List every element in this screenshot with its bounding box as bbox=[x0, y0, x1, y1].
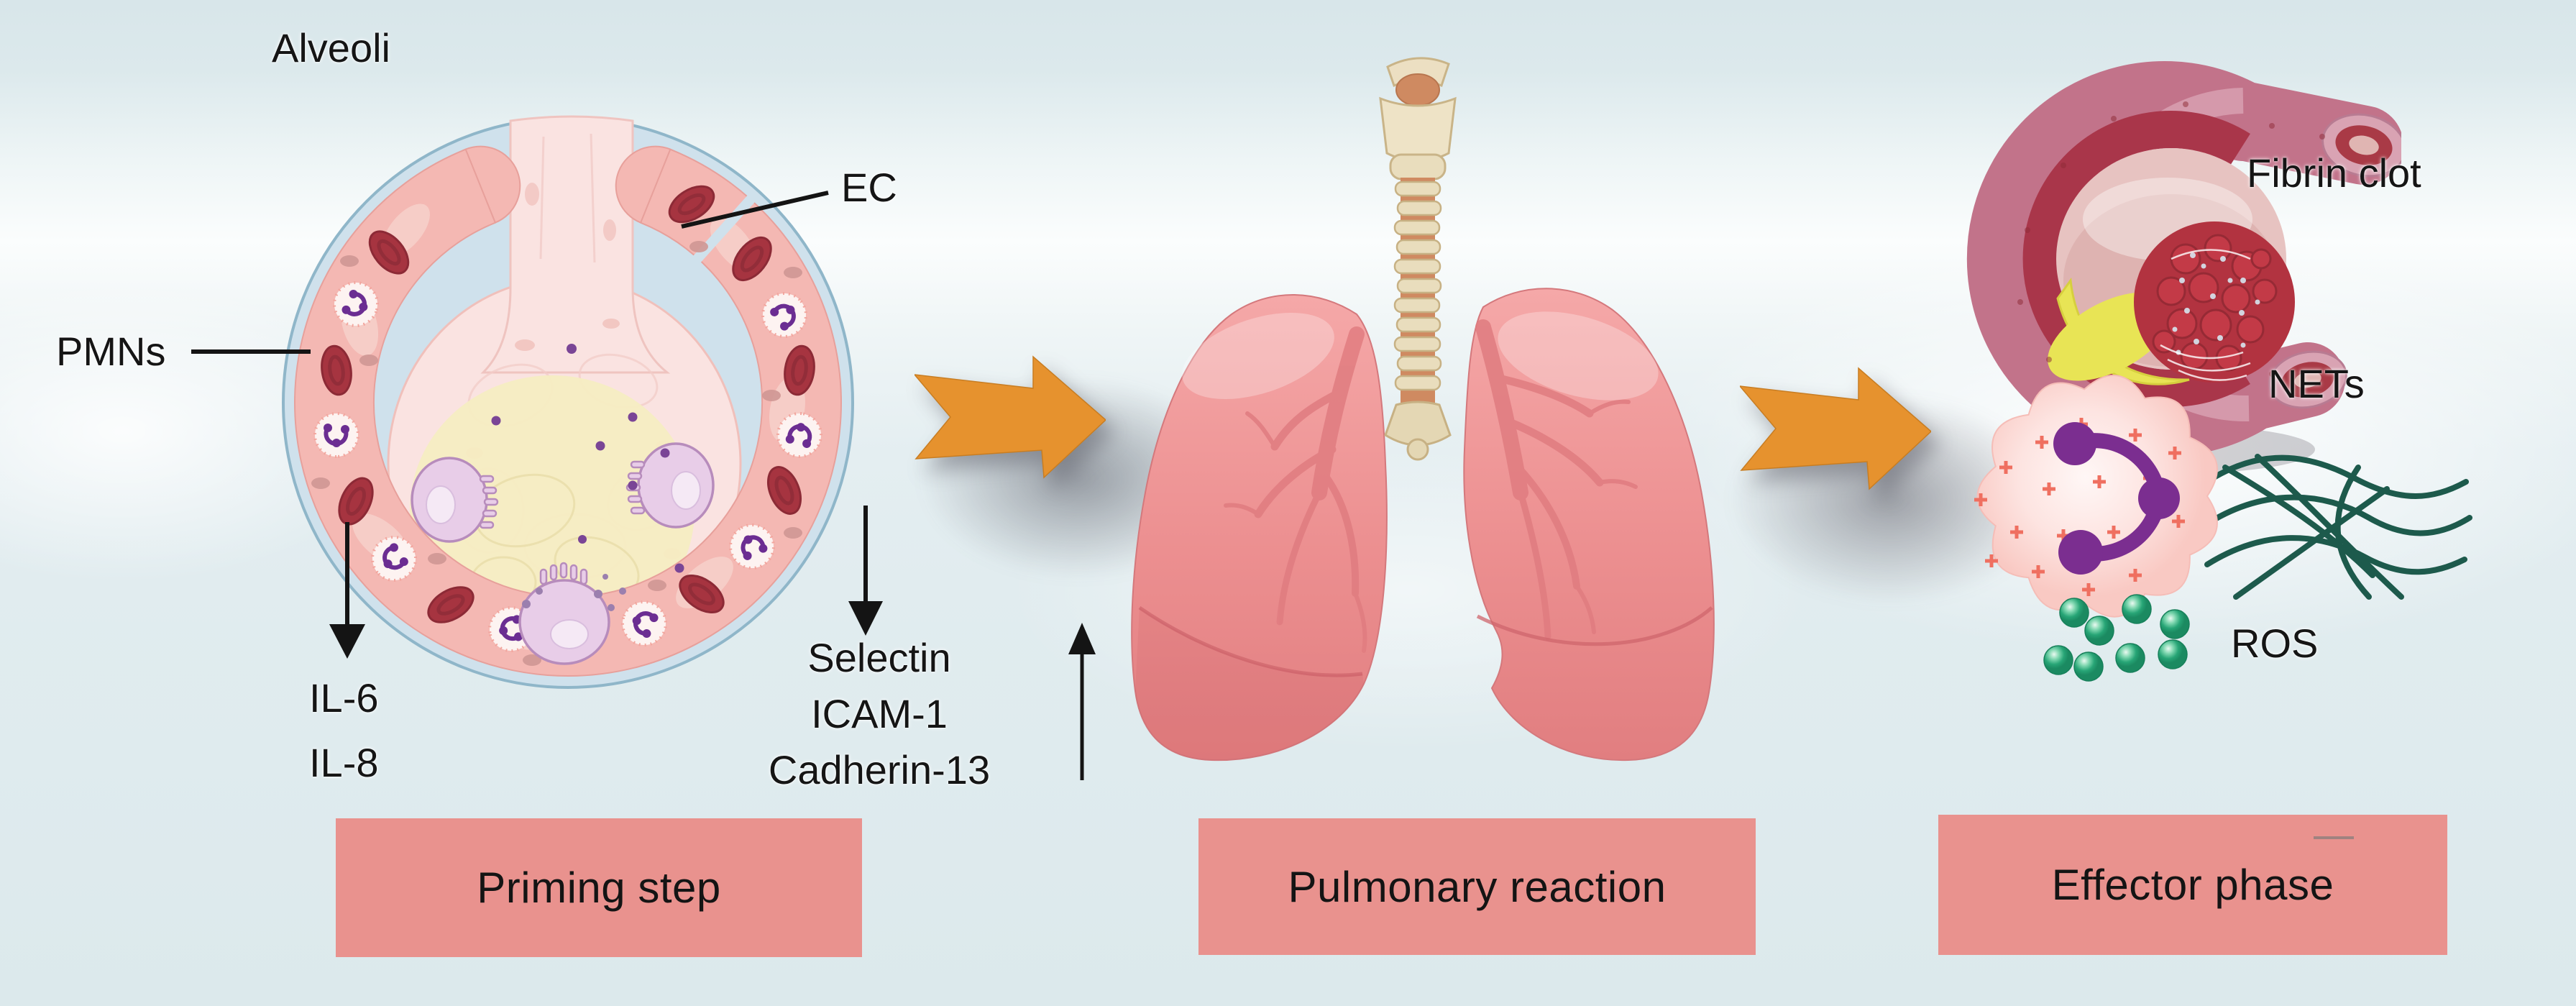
fibrin-clot-label: Fibrin clot bbox=[2247, 150, 2421, 196]
nets-label: NETs bbox=[2268, 361, 2365, 406]
adhesion-up-arrow bbox=[1068, 623, 1096, 780]
larynx bbox=[1379, 57, 1457, 180]
selectin-down-arrow bbox=[848, 506, 883, 636]
macrophage-left bbox=[411, 457, 499, 543]
effector-phase-label: Effector phase bbox=[2051, 861, 2334, 909]
ec-pointer-line bbox=[681, 191, 829, 229]
effector-box-dash bbox=[2314, 836, 2354, 839]
macrophage-right bbox=[625, 442, 715, 529]
fibrin-clot-illustration bbox=[1966, 61, 2401, 474]
macrophage-bottom bbox=[518, 562, 626, 665]
icam1-label: ICAM-1 bbox=[811, 691, 948, 736]
cadherin13-label: Cadherin-13 bbox=[768, 747, 991, 792]
priming-step-label: Priming step bbox=[477, 864, 721, 912]
alveolus-illustration bbox=[282, 115, 854, 689]
neutrophil-cell bbox=[1974, 375, 2218, 618]
flow-arrow-left-icon bbox=[915, 355, 1106, 479]
ros-label: ROS bbox=[2231, 621, 2319, 666]
lobed-nucleus bbox=[2053, 422, 2180, 575]
effector-phase-box: Effector phase bbox=[1938, 815, 2447, 955]
pmns-label: PMNs bbox=[56, 329, 166, 374]
alveoli-label: Alveoli bbox=[272, 25, 390, 70]
priming-step-box: Priming step bbox=[336, 818, 862, 957]
right-lung bbox=[1463, 288, 1715, 762]
particles bbox=[491, 344, 684, 573]
pulmonary-reaction-box: Pulmonary reaction bbox=[1198, 818, 1756, 955]
selectin-label: Selectin bbox=[807, 635, 951, 680]
il-down-arrow bbox=[329, 522, 365, 659]
il6-label: IL-6 bbox=[309, 675, 379, 721]
left-lung bbox=[1131, 294, 1388, 762]
il8-label: IL-8 bbox=[309, 740, 379, 785]
clot bbox=[2134, 221, 2295, 383]
vessel-cut-end-bottom bbox=[2268, 350, 2347, 409]
lungs-illustration bbox=[1131, 57, 1715, 762]
flow-arrow-right-icon bbox=[1740, 367, 1931, 490]
pulmonary-reaction-label: Pulmonary reaction bbox=[1288, 862, 1667, 911]
trachea bbox=[1393, 178, 1442, 404]
adhesion-molecules-label: Selectin ICAM-1 Cadherin-13 bbox=[724, 630, 1035, 798]
ec-label: EC bbox=[841, 165, 897, 210]
vessel-cut-end-top bbox=[2321, 113, 2401, 178]
neutrophil-nets-ros-illustration bbox=[1898, 375, 2472, 682]
